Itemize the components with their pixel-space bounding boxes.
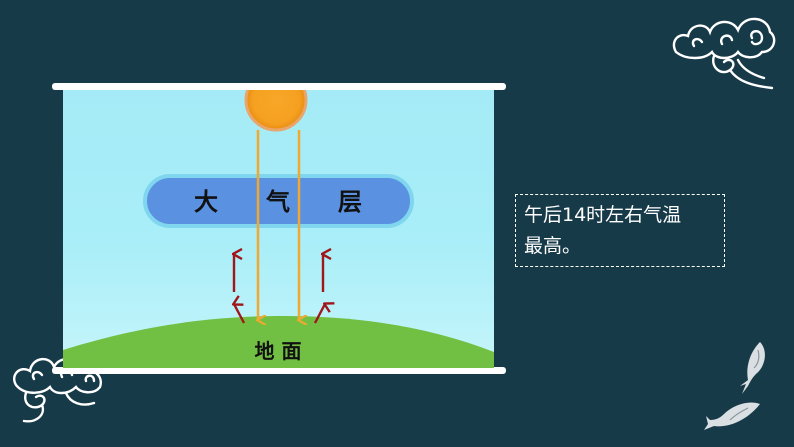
ground-label: 地 面 — [255, 339, 302, 363]
sun-shape — [244, 90, 308, 132]
note-box: 午后14时左右气温 最高。 — [515, 194, 725, 267]
atmosphere-band — [143, 174, 414, 228]
diagram-panel: 大 气 层 地 面 — [63, 90, 494, 368]
koi-fish-icon-top — [740, 342, 765, 394]
ground-radiation-arrow-right-short — [313, 304, 325, 324]
cloud-swirl-icon-top — [672, 17, 776, 90]
ground-shape — [63, 316, 494, 368]
koi-fish-icon-bottom — [704, 402, 760, 430]
note-text-line1: 午后14时左右气温 — [524, 204, 682, 226]
scroll-roller-top — [52, 83, 506, 90]
scroll-roller-bottom — [52, 367, 506, 374]
ground-radiation-arrow-left-short — [234, 304, 246, 324]
atmosphere-diagram: 大 气 层 地 面 — [63, 90, 494, 368]
atmosphere-label: 大 气 层 — [194, 188, 362, 216]
note-text-line2: 最高。 — [524, 235, 582, 257]
